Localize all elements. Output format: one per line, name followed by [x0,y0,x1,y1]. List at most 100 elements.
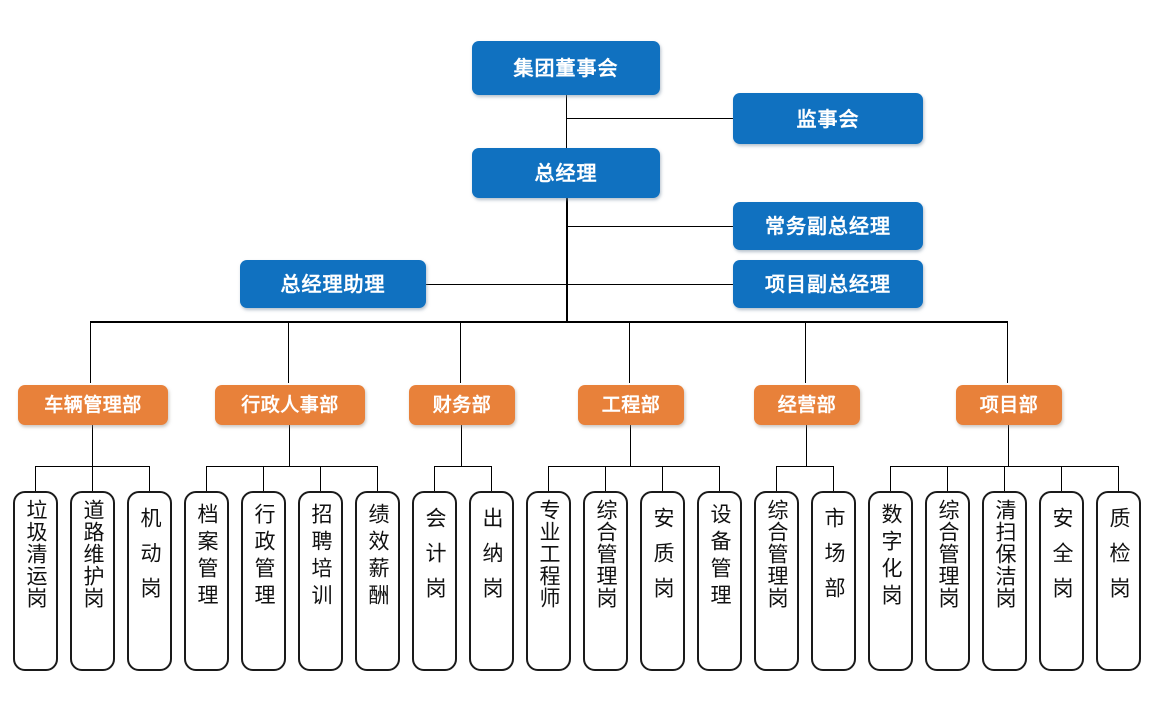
connector-dept5-bus [776,466,834,467]
connector-dept3-child-2 [491,466,492,492]
node-department-operations[interactable]: 经营部 [754,385,860,425]
node-label: 经营部 [777,393,837,416]
connector-dept1-child-2 [92,466,93,492]
node-label: 安全岗 [1050,507,1074,612]
connector-dept1-stem [92,423,93,466]
node-label: 安质岗 [651,507,675,612]
node-label: 招聘培训 [309,503,333,611]
connector-dept5-child-2 [833,466,834,492]
node-department-project[interactable]: 项目部 [956,385,1062,425]
node-position-archive-management[interactable]: 档案管理 [184,491,229,671]
node-label: 机动岗 [138,507,162,612]
node-department-engineering[interactable]: 工程部 [578,385,684,425]
node-position-recruitment-training[interactable]: 招聘培训 [298,491,343,671]
node-position-professional-engineer[interactable]: 专业工程师 [526,491,571,671]
node-label: 专业工程师 [537,499,561,609]
node-department-finance[interactable]: 财务部 [409,385,515,425]
node-label: 道路维护岗 [81,499,105,609]
node-position-performance-compensation[interactable]: 绩效薪酬 [355,491,400,671]
node-general-manager-assistant[interactable]: 总经理助理 [240,260,426,308]
connector-dept2-bus [206,466,378,467]
node-department-administration-hr[interactable]: 行政人事部 [215,385,365,425]
node-label: 工程部 [601,393,661,416]
node-label: 综合管理岗 [936,499,960,609]
connector-dept6-stem [1008,423,1009,466]
connector-dept2-stem [289,423,290,466]
node-label: 行政人事部 [241,393,339,416]
node-label: 总经理助理 [280,272,386,296]
connector-dept2-child-2 [263,466,264,492]
connector-dept1-child-3 [149,466,150,492]
node-label: 质检岗 [1107,507,1131,612]
node-position-cleaning-sanitation[interactable]: 清扫保洁岗 [982,491,1027,671]
node-position-digitalization[interactable]: 数字化岗 [868,491,913,671]
node-position-marketing[interactable]: 市场部 [811,491,856,671]
connector-dept4-child-3 [662,466,663,492]
node-label: 常务副总经理 [765,214,891,238]
node-position-administrative-management[interactable]: 行政管理 [241,491,286,671]
node-position-general-management-project[interactable]: 综合管理岗 [925,491,970,671]
connector-dept6-child-5 [1118,466,1119,492]
node-label: 总经理 [534,161,598,185]
connector-bus-to-dept-1 [90,321,91,383]
connector-dept6-child-3 [1004,466,1005,492]
node-label: 出纳岗 [480,507,504,612]
department-bus-line [90,321,1008,323]
node-position-road-maintenance[interactable]: 道路维护岗 [70,491,115,671]
node-department-vehicle-management[interactable]: 车辆管理部 [18,385,168,425]
connector-dept1-child-1 [35,466,36,492]
connector-dept5-stem [806,423,807,466]
node-position-safety-quality[interactable]: 安质岗 [640,491,685,671]
connector-bus-to-dept-6 [1007,321,1008,383]
connector-gm-assistant [425,284,567,285]
connector-dept3-stem [461,423,462,466]
node-label: 车辆管理部 [44,393,142,416]
connector-gm-to-exec-vice-gm [566,226,733,227]
connector-dept3-bus [434,466,492,467]
node-board-of-directors[interactable]: 集团董事会 [472,41,660,95]
node-label: 清扫保洁岗 [993,499,1017,609]
node-supervisory-board[interactable]: 监事会 [733,93,923,144]
node-label: 监事会 [796,106,860,131]
node-label: 设备管理 [708,503,732,611]
node-position-cashier[interactable]: 出纳岗 [469,491,514,671]
node-label: 项目部 [979,393,1039,416]
node-label: 综合管理岗 [765,499,789,609]
connector-board-to-supervisory [566,118,733,119]
connector-bus-to-dept-5 [805,321,806,383]
node-position-safety[interactable]: 安全岗 [1039,491,1084,671]
connector-dept4-child-1 [548,466,549,492]
connector-gm-trunk [566,198,568,322]
connector-dept2-child-4 [377,466,378,492]
node-label: 绩效薪酬 [366,503,390,611]
connector-dept2-child-3 [320,466,321,492]
connector-bus-to-dept-4 [629,321,630,383]
node-position-equipment-management[interactable]: 设备管理 [697,491,742,671]
node-executive-vice-general-manager[interactable]: 常务副总经理 [733,202,923,250]
node-general-manager[interactable]: 总经理 [472,148,660,198]
node-label: 市场部 [822,507,846,612]
connector-dept4-bus [548,466,720,467]
node-label: 数字化岗 [879,503,903,611]
connector-board-to-gm [566,95,567,176]
connector-bus-to-dept-2 [288,321,289,383]
node-label: 垃圾清运岗 [24,499,48,609]
connector-dept5-child-1 [776,466,777,492]
node-position-quality-inspection[interactable]: 质检岗 [1096,491,1141,671]
node-position-general-management-operations[interactable]: 综合管理岗 [754,491,799,671]
node-position-general-management-engineering[interactable]: 综合管理岗 [583,491,628,671]
connector-dept3-child-1 [434,466,435,492]
connector-dept2-child-1 [206,466,207,492]
connector-dept4-stem [630,423,631,466]
node-label: 集团董事会 [513,56,619,80]
connector-dept6-child-4 [1061,466,1062,492]
node-position-garbage-transport[interactable]: 垃圾清运岗 [13,491,58,671]
node-label: 综合管理岗 [594,499,618,609]
node-position-accounting[interactable]: 会计岗 [412,491,457,671]
node-label: 财务部 [432,393,492,416]
node-position-mobile-unit[interactable]: 机动岗 [127,491,172,671]
connector-dept6-child-1 [890,466,891,492]
node-project-vice-general-manager[interactable]: 项目副总经理 [733,260,923,308]
connector-dept4-child-4 [719,466,720,492]
